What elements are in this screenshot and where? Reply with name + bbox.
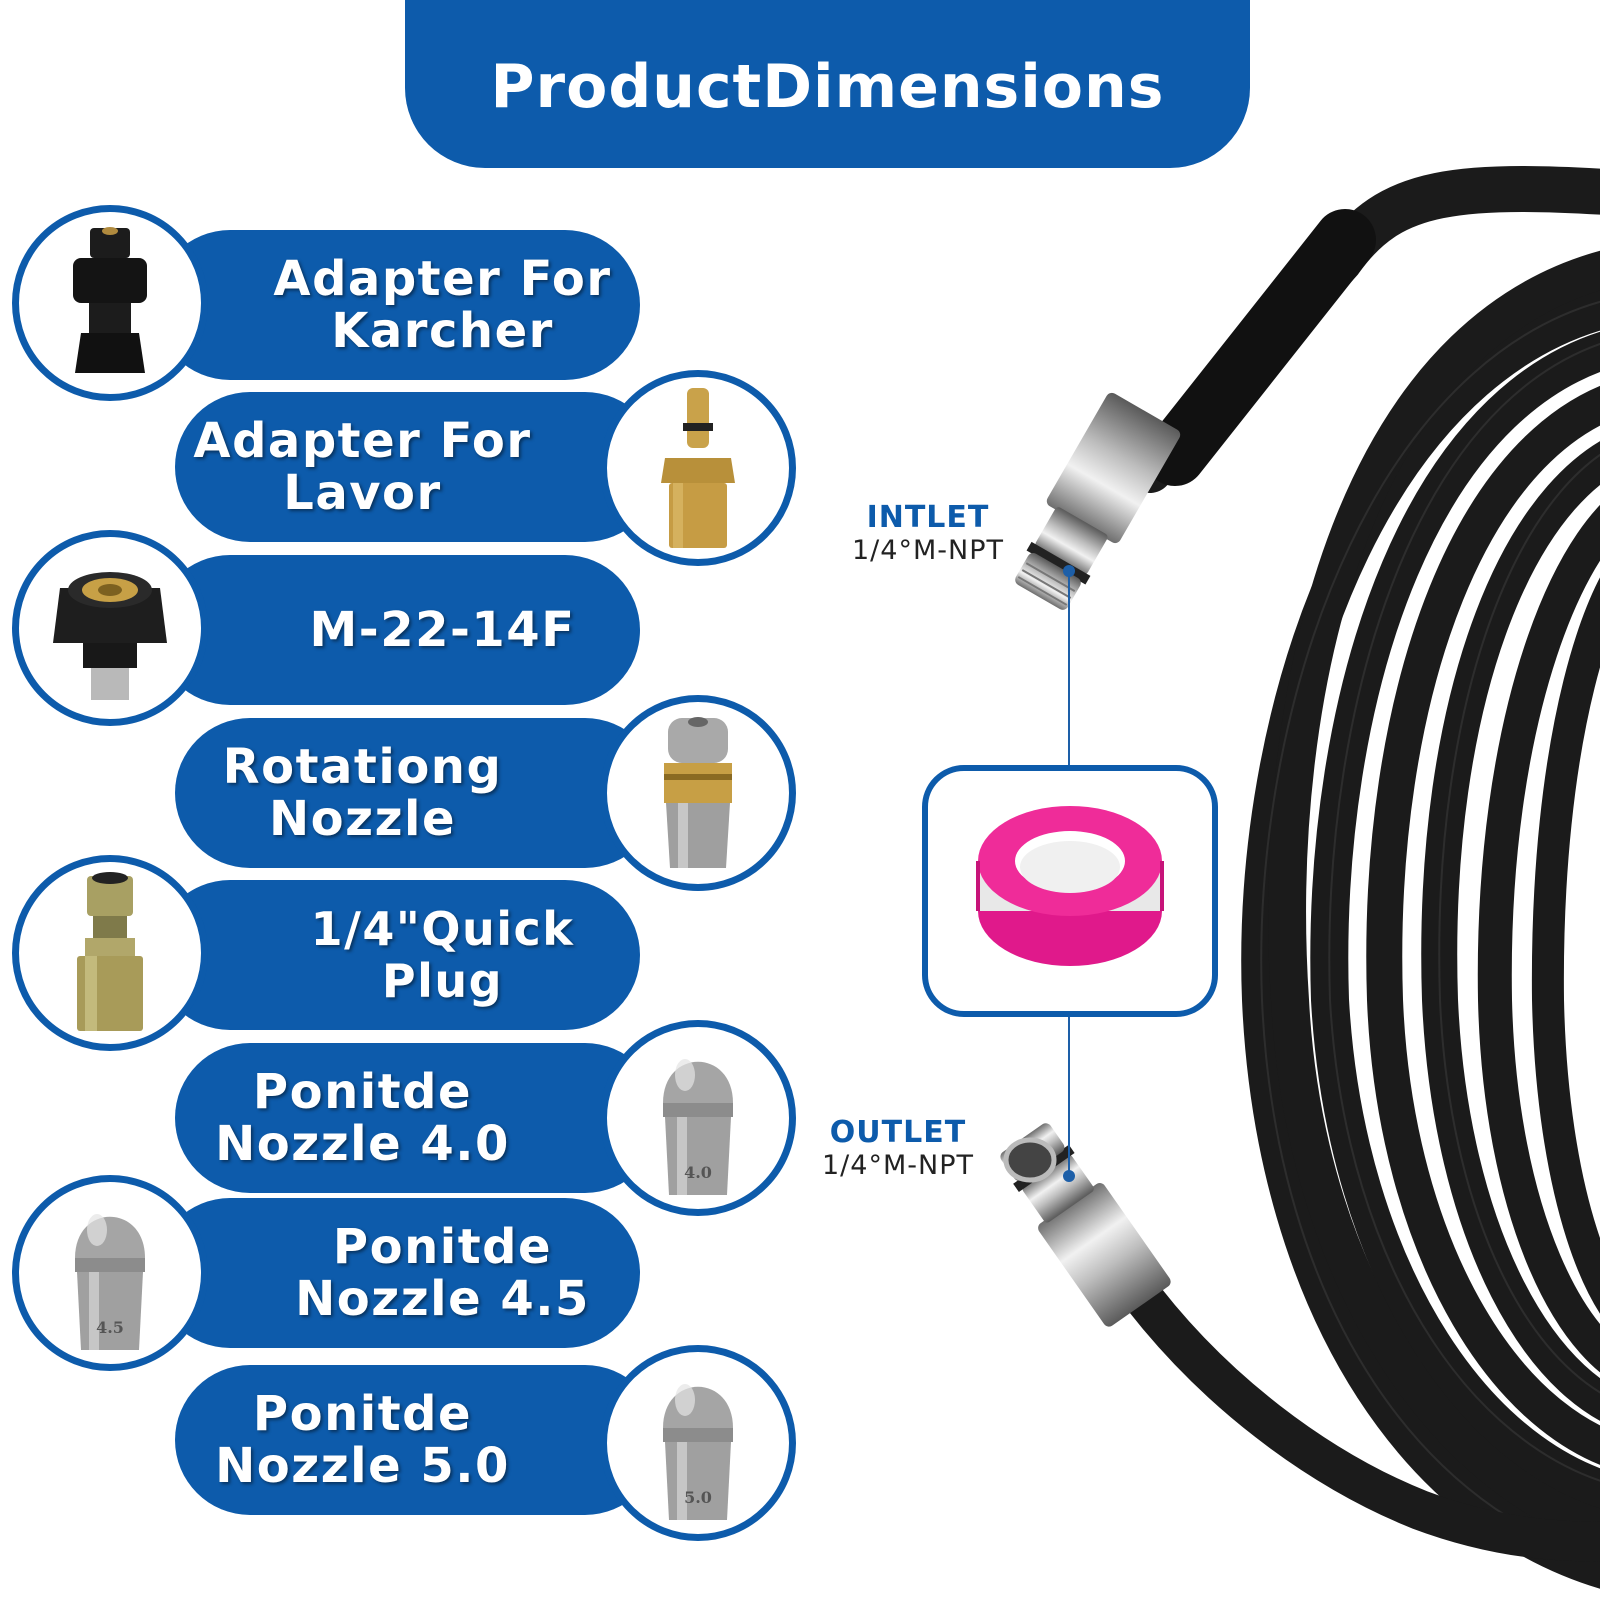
inlet-label: INTLET 1/4°M-NPT: [852, 500, 1004, 566]
nozzle-5-0-icon: 5.0: [600, 1345, 796, 1541]
accessory-label: 1/4"Quick Plug: [310, 902, 575, 1008]
accessory-pill-quick-plug: 1/4"Quick Plug: [155, 880, 640, 1030]
accessory-label: M-22-14F: [309, 602, 576, 658]
rotating-nozzle-icon: [600, 695, 796, 891]
outlet-label: OUTLET 1/4°M-NPT: [822, 1115, 974, 1181]
nozzle-stamp: 5.0: [684, 1488, 712, 1507]
thread-tape-icon: [976, 806, 1164, 966]
inlet-title: INTLET: [866, 500, 990, 535]
quick-plug-icon: [12, 855, 208, 1051]
connector-line-bottom: [1068, 1017, 1070, 1174]
nozzle-stamp: 4.5: [96, 1318, 124, 1337]
connector-line-top: [1068, 572, 1070, 765]
header-banner: ProductDimensions: [405, 0, 1250, 168]
outlet-spec: 1/4°M-NPT: [822, 1150, 974, 1181]
nozzle-4-5-icon: 4.5: [12, 1175, 208, 1371]
m22-coupler-icon: [12, 530, 208, 726]
accessory-pill-m22: M-22-14F: [155, 555, 640, 705]
inlet-marker-dot: [1063, 565, 1075, 577]
inlet-spec: 1/4°M-NPT: [852, 535, 1004, 566]
outlet-marker-dot: [1063, 1170, 1075, 1182]
page-title: ProductDimensions: [490, 52, 1165, 122]
karcher-adapter-icon: [12, 205, 208, 401]
nozzle-stamp: 4.0: [684, 1163, 712, 1182]
nozzle-4-0-icon: 4.0: [600, 1020, 796, 1216]
outlet-title: OUTLET: [829, 1115, 967, 1150]
lavor-adapter-icon: [600, 370, 796, 566]
thread-seal-tape-box: [922, 765, 1218, 1017]
